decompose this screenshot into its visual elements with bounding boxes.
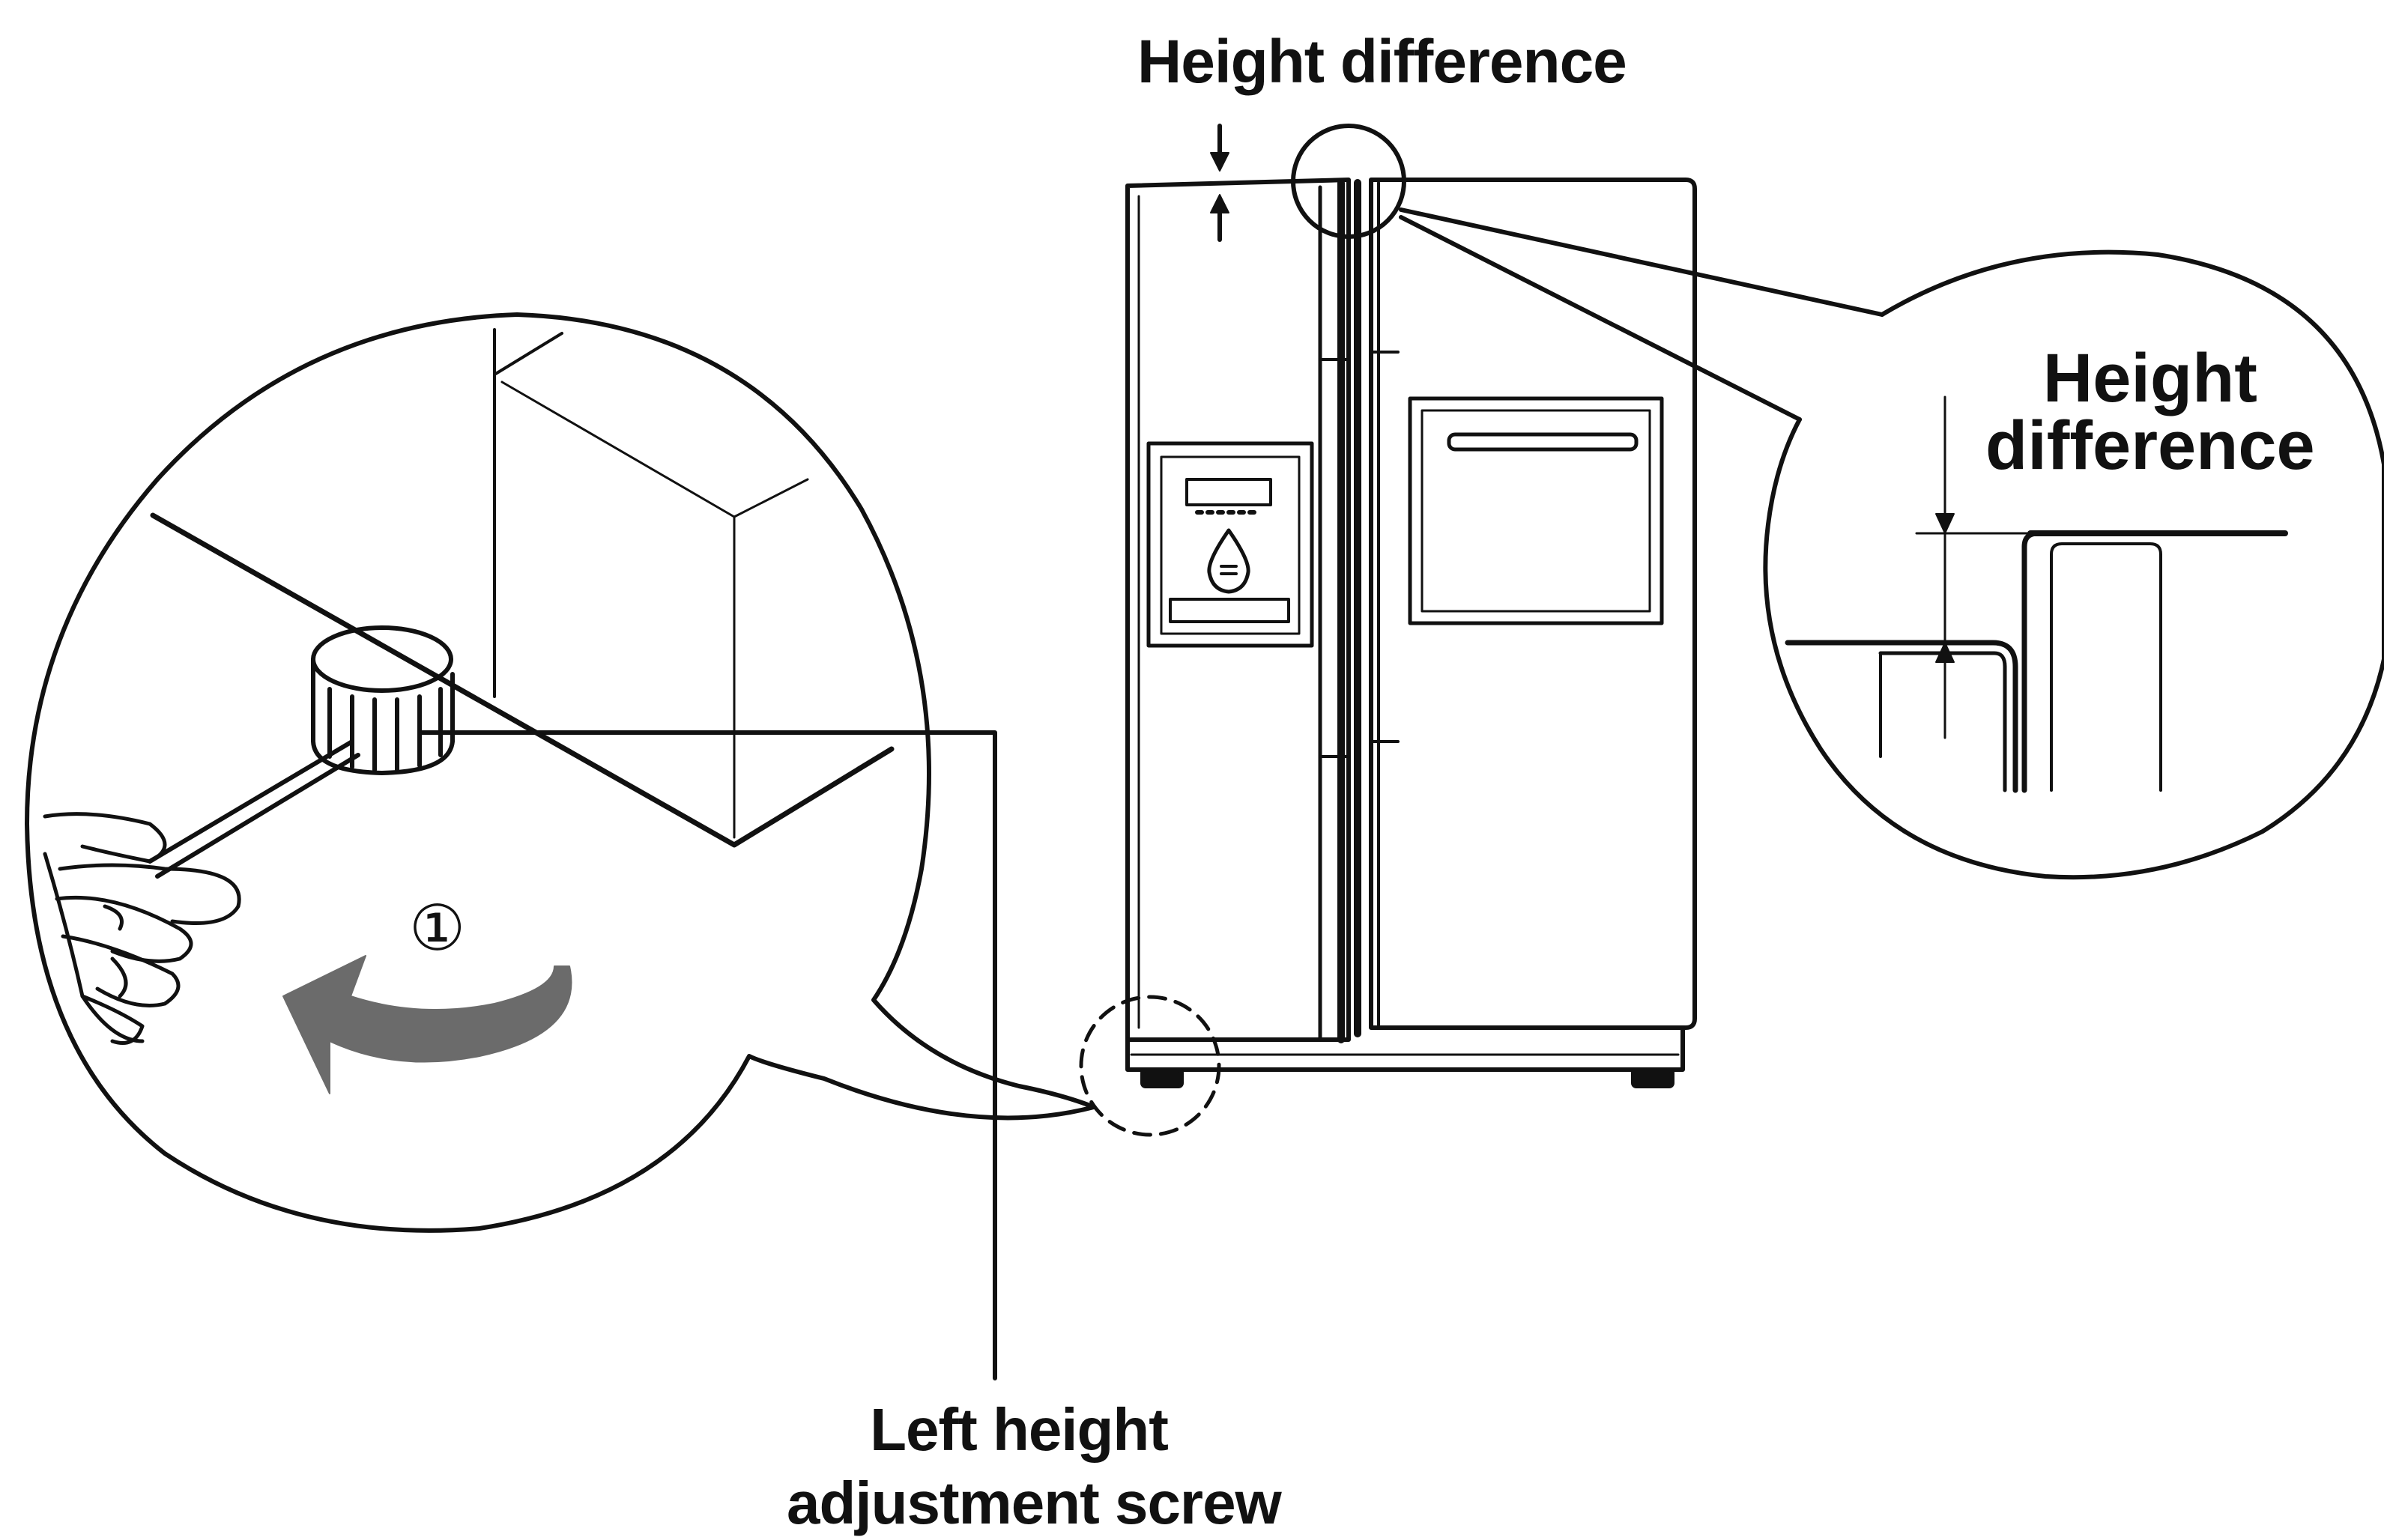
hand-with-screwdriver-icon	[43, 812, 241, 1045]
screw-label-line2: adjustment screw	[787, 1470, 1282, 1536]
screw-label: Left height adjustment screw	[787, 1393, 1282, 1540]
left-door	[1125, 178, 1351, 1042]
adjustment-screw	[311, 625, 455, 775]
zoom-bubble-right	[1763, 249, 2384, 880]
top-zoom-circle	[1291, 124, 1406, 239]
water-drop-icon	[1207, 528, 1250, 594]
screwdriver	[148, 739, 360, 879]
door-window	[1408, 396, 1664, 625]
left-foot	[1140, 1067, 1184, 1088]
height-difference-zoom-label: Height difference	[1985, 340, 2315, 484]
foot-zoom-circle	[1079, 995, 1221, 1137]
height-difference-zoom-line1: Height	[2042, 340, 2257, 416]
height-difference-label: Height difference	[1137, 28, 1627, 96]
refrigerator	[1125, 124, 1884, 1088]
counterclockwise-arrow-icon	[282, 955, 572, 1094]
right-door	[1369, 178, 1697, 1030]
zoom-bubble-left	[25, 312, 1221, 1380]
step-marker: ①	[409, 893, 466, 963]
dispenser	[1146, 441, 1314, 648]
height-difference-zoom-line2: difference	[1985, 407, 2315, 484]
screw-label-line1: Left height	[870, 1396, 1169, 1463]
kick-plate	[1125, 1025, 1685, 1072]
right-foot	[1631, 1067, 1674, 1088]
